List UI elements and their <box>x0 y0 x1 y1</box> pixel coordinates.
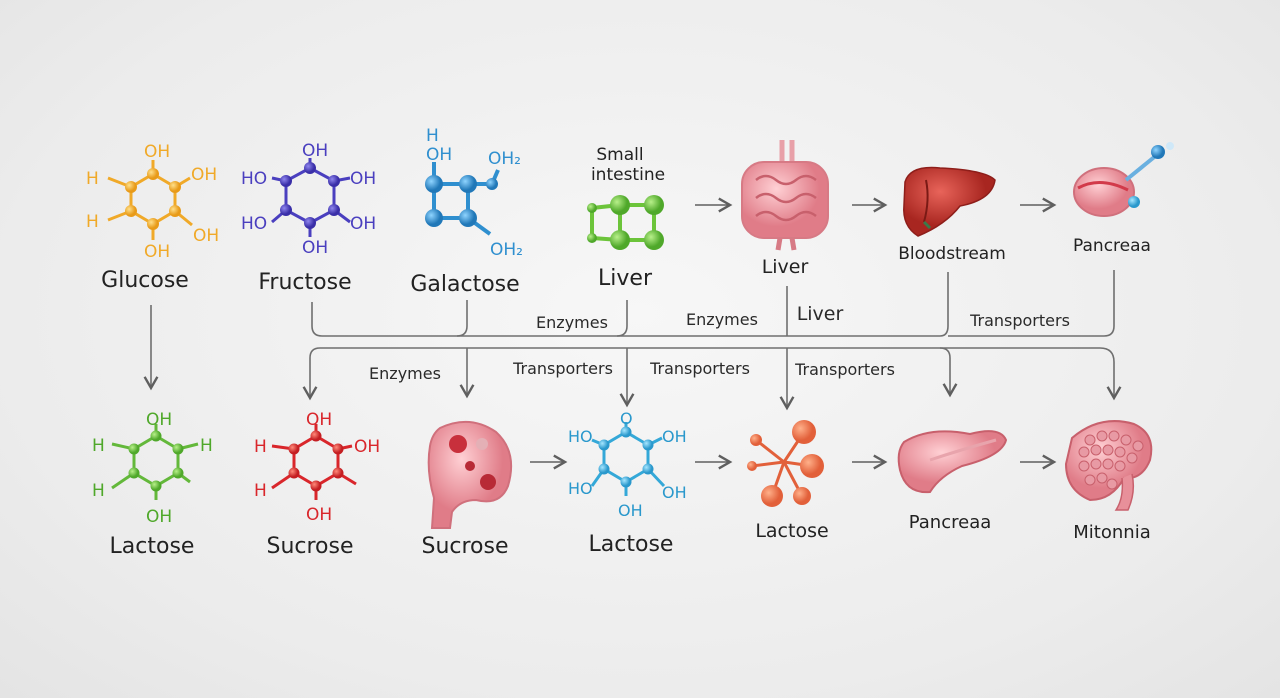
glucose-label: Glucose <box>101 268 189 293</box>
sucrose-a-atom-2: OH <box>354 437 380 457</box>
pancreas-bottom-label: Pancreaa <box>908 512 992 533</box>
glucose-atom-4: OH <box>193 226 219 246</box>
note-enzymes-3: Enzymes <box>369 364 441 383</box>
glucose-atom-2: H <box>86 212 99 232</box>
sucrose-a-atom-3: H <box>254 481 267 501</box>
fructose-molecule: OH HO HO OH OH OH <box>241 141 376 258</box>
lactose-b-atom-5: OH <box>618 501 643 520</box>
galactose-atom-0: H <box>426 126 439 146</box>
lactose-b-atom-0: O <box>620 409 633 428</box>
note-enzymes-2: Enzymes <box>686 310 758 329</box>
glucose-atom-3: OH <box>191 165 217 185</box>
note-transporters-3: Transporters <box>650 359 750 378</box>
lactose-b-label: Lactose <box>588 532 674 557</box>
intestine-organ-label: Liver <box>761 256 809 278</box>
small-intestine-molecule <box>587 195 664 250</box>
liver-organ-top <box>903 166 996 237</box>
kidney-organ <box>427 421 512 529</box>
sucrose-a-atom-0: OH <box>306 410 332 430</box>
lactose-a-atom-5: OH <box>146 507 172 527</box>
galactose-atom-1: OH <box>426 145 452 165</box>
mitochondria-organ <box>1064 420 1153 511</box>
sucrose-a-atom-1: H <box>254 437 267 457</box>
note-transporters-1: Transporters <box>970 311 1070 330</box>
lactose-a-atom-2: H <box>92 481 105 501</box>
galactose-atom-3: OH₂ <box>490 240 523 260</box>
note-transporters-4: Transporters <box>795 360 895 379</box>
fructose-atom-2: HO <box>241 214 267 234</box>
lactose-c-molecule <box>747 420 824 507</box>
glucose-molecule: OH H H OH OH OH <box>86 142 219 262</box>
lactose-b-atom-2: OH <box>662 427 687 446</box>
fructose-label: Fructose <box>258 270 352 295</box>
galactose-molecule: H OH OH₂ OH₂ <box>425 126 523 260</box>
intestine-organ <box>741 140 829 251</box>
flow-arrows <box>530 197 1057 470</box>
lactose-c-label: Lactose <box>755 520 829 542</box>
fructose-atom-5: OH <box>302 238 328 258</box>
lactose-b-molecule: O HO OH HO OH OH <box>568 409 687 520</box>
lactose-a-atom-0: OH <box>146 410 172 430</box>
galactose-atom-2: OH₂ <box>488 149 521 169</box>
sucrose-a-molecule: OH H OH H OH <box>254 410 380 525</box>
sucrose-a-atom-4: OH <box>306 505 332 525</box>
lactose-a-atom-3: H <box>200 436 213 456</box>
lactose-b-atom-3: HO <box>568 479 593 498</box>
note-liver-mid: Liver <box>796 303 844 325</box>
lactose-b-atom-4: OH <box>662 483 687 502</box>
lactose-a-atom-1: H <box>92 436 105 456</box>
fructose-atom-3: OH <box>350 169 376 189</box>
lactose-a-molecule: OH H H H H OH <box>92 410 213 527</box>
liver-organ-label: Bloodstream <box>898 244 1006 264</box>
fructose-atom-0: OH <box>302 141 328 161</box>
mitochondria-label: Mitonnia <box>1073 522 1151 543</box>
small-intestine-caption-1: Small <box>596 145 644 165</box>
glucose-atom-5: OH <box>144 242 170 262</box>
sucrose-a-label: Sucrose <box>266 534 354 559</box>
lactose-b-atom-1: HO <box>568 427 593 446</box>
fructose-atom-1: HO <box>241 169 267 189</box>
galactose-label: Galactose <box>410 272 520 297</box>
pancreas-organ-top <box>1073 142 1174 217</box>
pancreas-organ-bottom <box>897 430 1008 494</box>
glucose-atom-0: OH <box>144 142 170 162</box>
fructose-atom-4: OH <box>350 214 376 234</box>
connector-lines <box>143 270 1122 411</box>
note-transporters-2: Transporters <box>513 359 613 378</box>
sucrose-organ-label: Sucrose <box>421 534 509 559</box>
glucose-atom-1: H <box>86 169 99 189</box>
lactose-a-label: Lactose <box>109 534 195 559</box>
pancreas-organ-label: Pancreaa <box>1073 236 1151 256</box>
small-intestine-caption-2: intestine <box>590 165 666 185</box>
note-enzymes-1: Enzymes <box>536 313 608 332</box>
small-intestine-label: Liver <box>598 266 652 291</box>
